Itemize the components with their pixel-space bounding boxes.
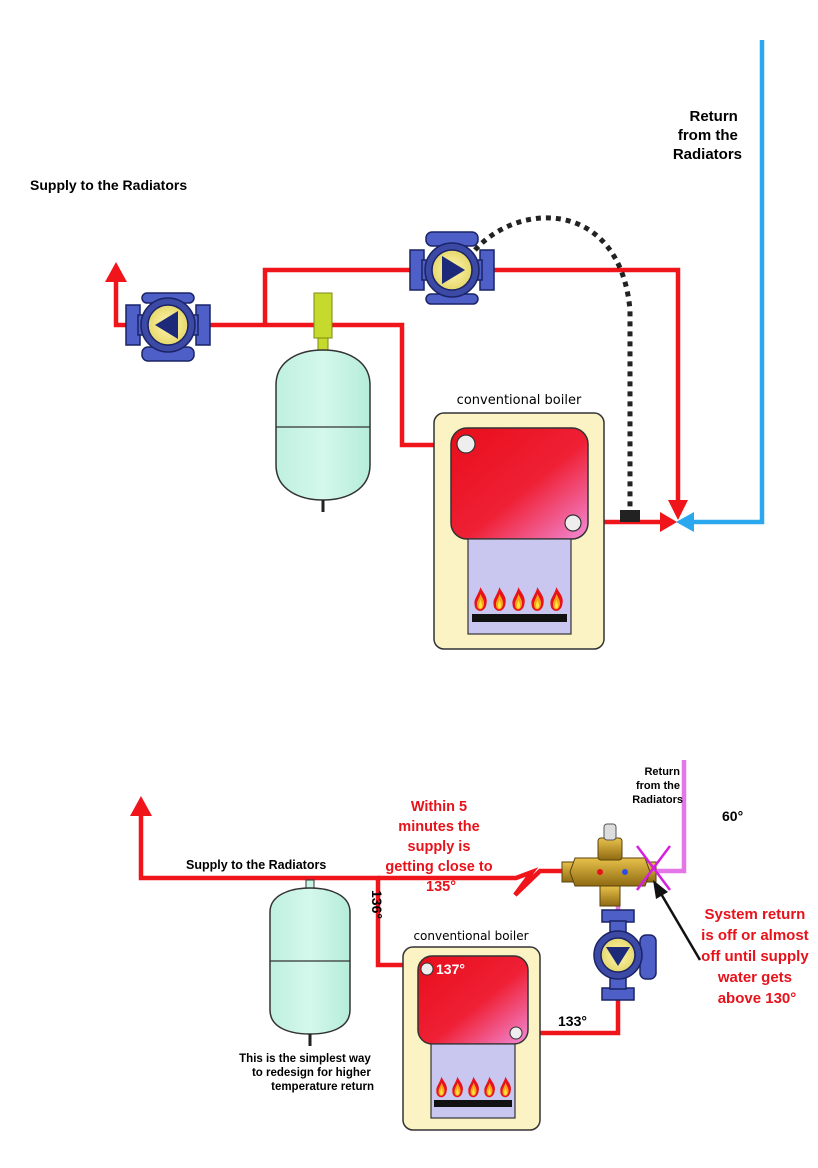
bottom-expansion-tank	[269, 879, 351, 1046]
bottom-return-label: Return from the Radiators	[632, 766, 683, 806]
bottom-within-note: Within 5 minutes the supply is getting c…	[385, 799, 496, 895]
arrow-icon	[660, 512, 677, 532]
bottom-pump	[593, 909, 657, 1001]
bottom-return-temp: 60°	[722, 808, 743, 824]
cross-mark-icon	[636, 845, 671, 891]
arrow-icon	[676, 512, 694, 532]
mixing-valve-icon	[569, 857, 651, 887]
bottom-simple-note: This is the simplest way to redesign for…	[239, 1053, 374, 1093]
top-diagram: conventional boiler Return from the Radi…	[30, 40, 765, 650]
bottom-mixing-valve	[561, 823, 657, 907]
bottom-boiler-return-temp: 133°	[558, 1013, 587, 1029]
top-return-label: Return from the Radiators	[673, 108, 742, 163]
bottom-boiler-return-port	[509, 1026, 523, 1040]
top-boiler-supply-port	[456, 434, 476, 454]
top-supply-pipe-left	[113, 276, 462, 448]
bottom-pointer-line	[658, 891, 702, 961]
top-supply-label: Supply to the Radiators	[30, 177, 187, 193]
bottom-boiler-supply-temp: 137°	[436, 961, 465, 977]
arrow-icon	[105, 262, 127, 282]
top-expansion-tank	[275, 292, 371, 512]
bottom-burner	[434, 1076, 512, 1107]
bottom-supply-label: Supply to the Radiators	[186, 858, 326, 872]
bottom-boiler: conventional boiler	[402, 929, 541, 1131]
top-sensor-wire	[473, 215, 633, 510]
top-burner	[472, 587, 567, 622]
top-boiler: conventional boiler	[433, 393, 605, 650]
expansion-tank-icon	[275, 349, 371, 501]
bottom-return-pipe	[652, 760, 687, 874]
arrow-icon	[130, 796, 152, 816]
top-sensor	[620, 510, 640, 522]
arrow-icon	[668, 500, 688, 520]
bottom-diagram: conventional boiler	[130, 760, 813, 1131]
bottom-boiler-supply-port	[420, 962, 434, 976]
top-boiler-label: conventional boiler	[457, 393, 582, 408]
arrow-icon	[653, 880, 668, 899]
bottom-supply-temp-vertical: 136°	[369, 890, 385, 919]
top-return-pipe	[690, 40, 765, 525]
bottom-boiler-label: conventional boiler	[413, 929, 528, 943]
bottom-system-note: System return is off or almost off until…	[701, 906, 813, 1007]
top-pump-left	[125, 292, 211, 362]
bottom-bypass-pipe	[378, 867, 575, 897]
top-pump-right	[409, 231, 495, 305]
top-boiler-return-port	[564, 514, 582, 532]
